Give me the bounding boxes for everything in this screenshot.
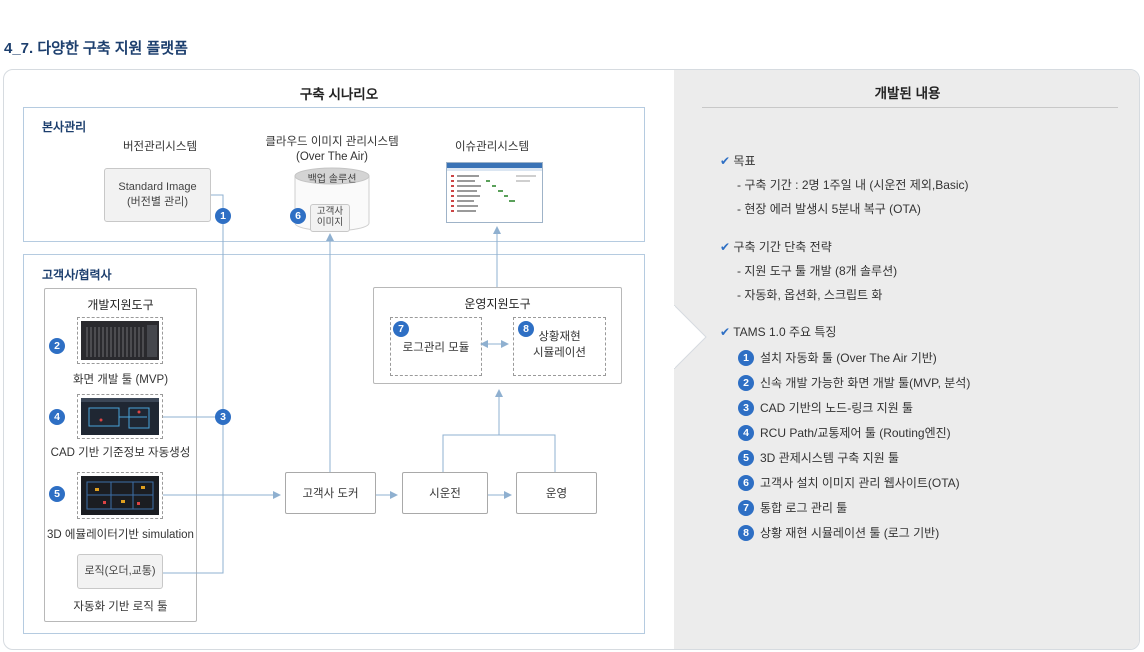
feature-number: 5 <box>738 449 754 466</box>
check-icon: ✔ <box>720 154 731 168</box>
customer-docker-box: 고객사 도커 <box>285 472 376 514</box>
sim-screen-icon <box>81 476 159 515</box>
cloud-system-title: 클라우드 이미지 관리시스템 <box>265 136 399 148</box>
feature-item: 4 RCU Path/교통제어 툴 (Routing엔진) <box>738 420 970 445</box>
tams-title: TAMS 1.0 주요 특징 <box>733 325 837 339</box>
cad-tool-caption: CAD 기반 기준정보 자동생성 <box>50 447 191 459</box>
mvp-tool-caption: 화면 개발 툴 (MVP) <box>72 374 169 386</box>
ops-tools-title: 운영지원도구 <box>464 297 531 311</box>
goal-title: 목표 <box>733 154 756 168</box>
tams-feature-list: 1 설치 자동화 툴 (Over The Air 기반) 2 신속 개발 가능한… <box>738 345 970 545</box>
trial-run-box: 시운전 <box>402 472 488 514</box>
operation-box: 운영 <box>516 472 597 514</box>
strategy-heading: ✔ 구축 기간 단축 전략 <box>720 238 897 255</box>
strategy-item: - 자동화, 옵션화, 스크립트 화 <box>737 288 883 302</box>
marker-7: 7 <box>393 321 409 337</box>
standard-image-box: Standard Image (버전별 관리) <box>104 168 211 222</box>
marker-2: 2 <box>49 338 65 354</box>
feature-text: 신속 개발 가능한 화면 개발 툴(MVP, 분석) <box>760 376 971 390</box>
feature-text: 설치 자동화 툴 (Over The Air 기반) <box>760 351 937 365</box>
cloud-system-label: 클라우드 이미지 관리시스템 (Over The Air) <box>252 135 412 165</box>
replay-sim-label: 상황재현 시뮬레이션 <box>513 330 606 361</box>
diagram-frame: 구축 시나리오 개발된 내용 본사관리 버전관리시스템 Standard Ima… <box>3 69 1140 650</box>
standard-image-title: Standard Image <box>118 181 197 194</box>
goal-section: ✔ 목표 - 구축 기간 : 2명 1주일 내 (시운전 제외,Basic) -… <box>720 152 969 217</box>
version-system-label: 버전관리시스템 <box>122 141 198 153</box>
sim-tool-caption: 3D 에뮬레이터기반 simulation <box>47 529 194 541</box>
mvp-screen-icon <box>81 321 159 360</box>
feature-number: 1 <box>738 349 754 366</box>
sim-tool-thumbnail <box>77 472 163 519</box>
scenario-title: 구축 시나리오 <box>299 87 379 102</box>
feature-item: 2 신속 개발 가능한 화면 개발 툴(MVP, 분석) <box>738 370 970 395</box>
feature-number: 4 <box>738 424 754 441</box>
feature-item: 5 3D 관제시스템 구축 지원 툴 <box>738 445 970 470</box>
customer-image-box: 고객사 이미지 <box>310 204 350 232</box>
content-title: 개발된 내용 <box>874 86 941 101</box>
feature-item: 1 설치 자동화 툴 (Over The Air 기반) <box>738 345 970 370</box>
backup-label: 백업 솔루션 <box>307 174 357 185</box>
feature-item: 8 상황 재현 시뮬레이션 툴 (로그 기반) <box>738 520 970 545</box>
mvp-tool-thumbnail <box>77 317 163 364</box>
strategy-item: - 지원 도구 툴 개발 (8개 솔루션) <box>737 264 898 278</box>
marker-8: 8 <box>518 321 534 337</box>
feature-number: 2 <box>738 374 754 391</box>
marker-3: 3 <box>215 409 231 425</box>
customer-image-line1: 고객사 <box>316 206 344 218</box>
cloud-system-sub: (Over The Air) <box>296 150 368 163</box>
feature-item: 6 고객사 설치 이미지 관리 웹사이트(OTA) <box>738 470 970 495</box>
feature-number: 8 <box>738 524 754 541</box>
goal-item: - 현장 에러 발생시 5분내 복구 (OTA) <box>737 202 921 216</box>
cad-screen-icon <box>81 398 159 435</box>
issue-system-screenshot <box>446 162 543 223</box>
feature-text: 상황 재현 시뮬레이션 툴 (로그 기반) <box>760 526 940 540</box>
tams-heading: ✔ TAMS 1.0 주요 특징 <box>720 323 836 340</box>
strategy-title: 구축 기간 단축 전략 <box>733 240 832 254</box>
strategy-section: ✔ 구축 기간 단축 전략 - 지원 도구 툴 개발 (8개 솔루션) - 자동… <box>720 238 897 303</box>
hq-label: 본사관리 <box>42 120 87 134</box>
replay-line2: 시뮬레이션 <box>533 346 586 359</box>
goal-heading: ✔ 목표 <box>720 152 969 169</box>
logic-box: 로직(오더,교통) <box>77 554 163 589</box>
feature-text: CAD 기반의 노드-링크 지원 툴 <box>760 401 914 415</box>
feature-text: 통합 로그 관리 툴 <box>760 501 848 515</box>
goal-item: - 구축 기간 : 2명 1주일 내 (시운전 제외,Basic) <box>737 178 969 192</box>
tams-section: ✔ TAMS 1.0 주요 특징 <box>720 323 836 340</box>
feature-item: 3 CAD 기반의 노드-링크 지원 툴 <box>738 395 970 420</box>
feature-text: 3D 관제시스템 구축 지원 툴 <box>760 451 900 465</box>
cad-tool-thumbnail <box>77 394 163 439</box>
customer-image-line2: 이미지 <box>316 217 344 228</box>
standard-image-sub: (버전별 관리) <box>127 196 188 208</box>
connector-lines <box>163 194 556 574</box>
feature-number: 7 <box>738 499 754 516</box>
dev-tools-panel <box>44 288 197 622</box>
replay-line1: 상황재현 <box>538 331 581 343</box>
feature-number: 6 <box>738 474 754 491</box>
content-divider <box>702 107 1118 108</box>
feature-text: 고객사 설치 이미지 관리 웹사이트(OTA) <box>760 476 960 490</box>
panel-notch <box>674 305 707 369</box>
feature-item: 7 통합 로그 관리 툴 <box>738 495 970 520</box>
marker-1: 1 <box>215 208 231 224</box>
marker-5: 5 <box>49 486 65 502</box>
marker-4: 4 <box>49 409 65 425</box>
check-icon: ✔ <box>720 240 731 254</box>
feature-text: RCU Path/교통제어 툴 (Routing엔진) <box>760 426 951 440</box>
log-module-label: 로그관리 모듈 <box>402 342 470 354</box>
page-heading: 4_7. 다양한 구축 지원 플랫폼 <box>4 40 188 57</box>
check-icon: ✔ <box>720 325 731 339</box>
dev-tools-title: 개발지원도구 <box>87 298 154 312</box>
issue-system-label: 이슈관리시스템 <box>454 141 530 153</box>
customer-label: 고객사/협력사 <box>42 268 112 282</box>
marker-6: 6 <box>290 208 306 224</box>
logic-tool-caption: 자동화 기반 로직 툴 <box>73 601 168 613</box>
feature-number: 3 <box>738 399 754 416</box>
